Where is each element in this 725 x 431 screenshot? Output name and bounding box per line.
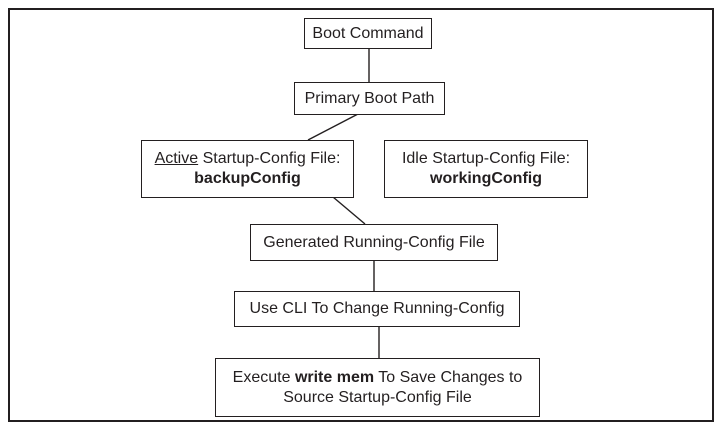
generated-running-config-label: Generated Running-Config File <box>263 233 485 251</box>
active-startup-config-label: Startup-Config File: <box>198 150 341 167</box>
execute-line-2: Source Startup-Config File <box>283 388 472 406</box>
generated-running-config-box: Generated Running-Config File <box>250 224 498 261</box>
active-startup-config-box: Active Startup-Config File: backupConfig <box>141 140 354 198</box>
idle-startup-config-file: workingConfig <box>430 170 542 187</box>
diagram-frame <box>8 8 714 422</box>
primary-boot-path-box: Primary Boot Path <box>294 82 445 115</box>
write-mem-command: write mem <box>294 368 375 386</box>
active-startup-config-title: Active Startup-Config File: <box>155 149 341 169</box>
edge-active-to-generated <box>332 196 366 225</box>
idle-startup-config-box: Idle Startup-Config File: workingConfig <box>384 140 588 198</box>
active-marker: Active <box>154 150 199 167</box>
boot-command-label: Boot Command <box>312 24 424 42</box>
execute-line-1: Execute write mem To Save Changes to <box>233 368 523 388</box>
edge-primary-to-active <box>307 113 359 141</box>
active-startup-config-file: backupConfig <box>194 170 301 187</box>
execute-prefix: Execute <box>232 368 295 386</box>
primary-boot-path-label: Primary Boot Path <box>304 89 435 107</box>
use-cli-label: Use CLI To Change Running-Config <box>249 300 505 317</box>
boot-command-box: Boot Command <box>304 18 432 49</box>
execute-suffix: To Save Changes to <box>374 368 523 386</box>
execute-write-mem-box: Execute write mem To Save Changes to Sou… <box>215 358 540 417</box>
idle-startup-config-label: Idle Startup-Config File: <box>401 150 571 167</box>
use-cli-box: Use CLI To Change Running-Config <box>234 291 520 327</box>
